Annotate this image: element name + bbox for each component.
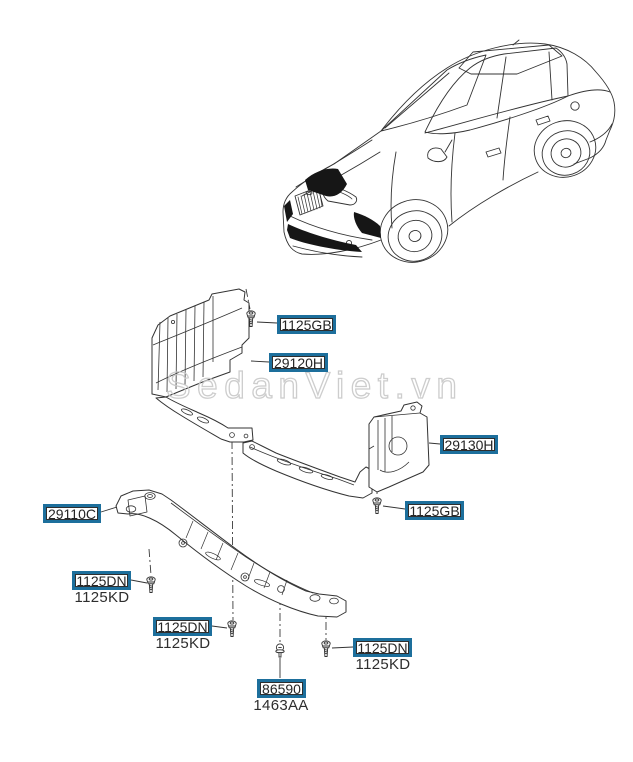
bolt-icon [227, 620, 237, 637]
bolt-icon [321, 640, 331, 657]
bolt-icon [146, 576, 156, 593]
leader-line [331, 646, 354, 649]
alignment-line [148, 548, 152, 576]
callout-code: 1125DN [357, 639, 408, 656]
alignment-line [231, 440, 234, 621]
callout-subcode: 1125KD [74, 589, 130, 606]
part-29130h-drawing [368, 401, 430, 493]
callout-86590[interactable]: 86590 [257, 679, 306, 698]
callout-29130h[interactable]: 29130H [440, 435, 498, 454]
bolt-icon [372, 497, 382, 514]
callout-1125dn-right[interactable]: 1125DN [353, 638, 412, 657]
callout-1125dn-mid[interactable]: 1125DN [153, 617, 212, 636]
leader-line [382, 505, 406, 510]
callout-29120h[interactable]: 29120H [269, 353, 328, 372]
leader-line [211, 625, 228, 629]
under-cover-bracket-drawing [242, 440, 373, 499]
leader-line [428, 442, 441, 445]
callout-29110c[interactable]: 29110C [43, 504, 101, 523]
callout-subcode: 1125KD [355, 656, 411, 673]
leader-line [256, 321, 278, 324]
callout-code: 1125GB [281, 316, 332, 333]
callout-subcode: 1463AA [253, 697, 309, 714]
leader-line [100, 506, 118, 513]
callout-code: 86590 [262, 680, 301, 697]
callout-1125gb-bottom[interactable]: 1125GB [405, 501, 464, 520]
part-29120h-drawing [151, 288, 254, 443]
callout-code: 29130H [444, 436, 494, 453]
callout-code: 1125GB [409, 502, 460, 519]
callout-code: 1125DN [76, 572, 127, 589]
leader-line [130, 579, 148, 584]
callout-subcode: 1125KD [155, 635, 211, 652]
clip-icon [275, 643, 285, 658]
callout-1125dn-left[interactable]: 1125DN [72, 571, 131, 590]
front-trim-black-fill [284, 168, 381, 252]
callout-1125gb-top[interactable]: 1125GB [277, 315, 336, 334]
callout-code: 29120H [273, 354, 324, 371]
callout-code: 1125DN [157, 618, 208, 635]
part-29110c-drawing [115, 489, 347, 618]
leader-lines [100, 321, 441, 678]
callout-code: 29110C [47, 505, 96, 522]
leader-line [250, 360, 270, 363]
car-illustration [282, 39, 616, 263]
